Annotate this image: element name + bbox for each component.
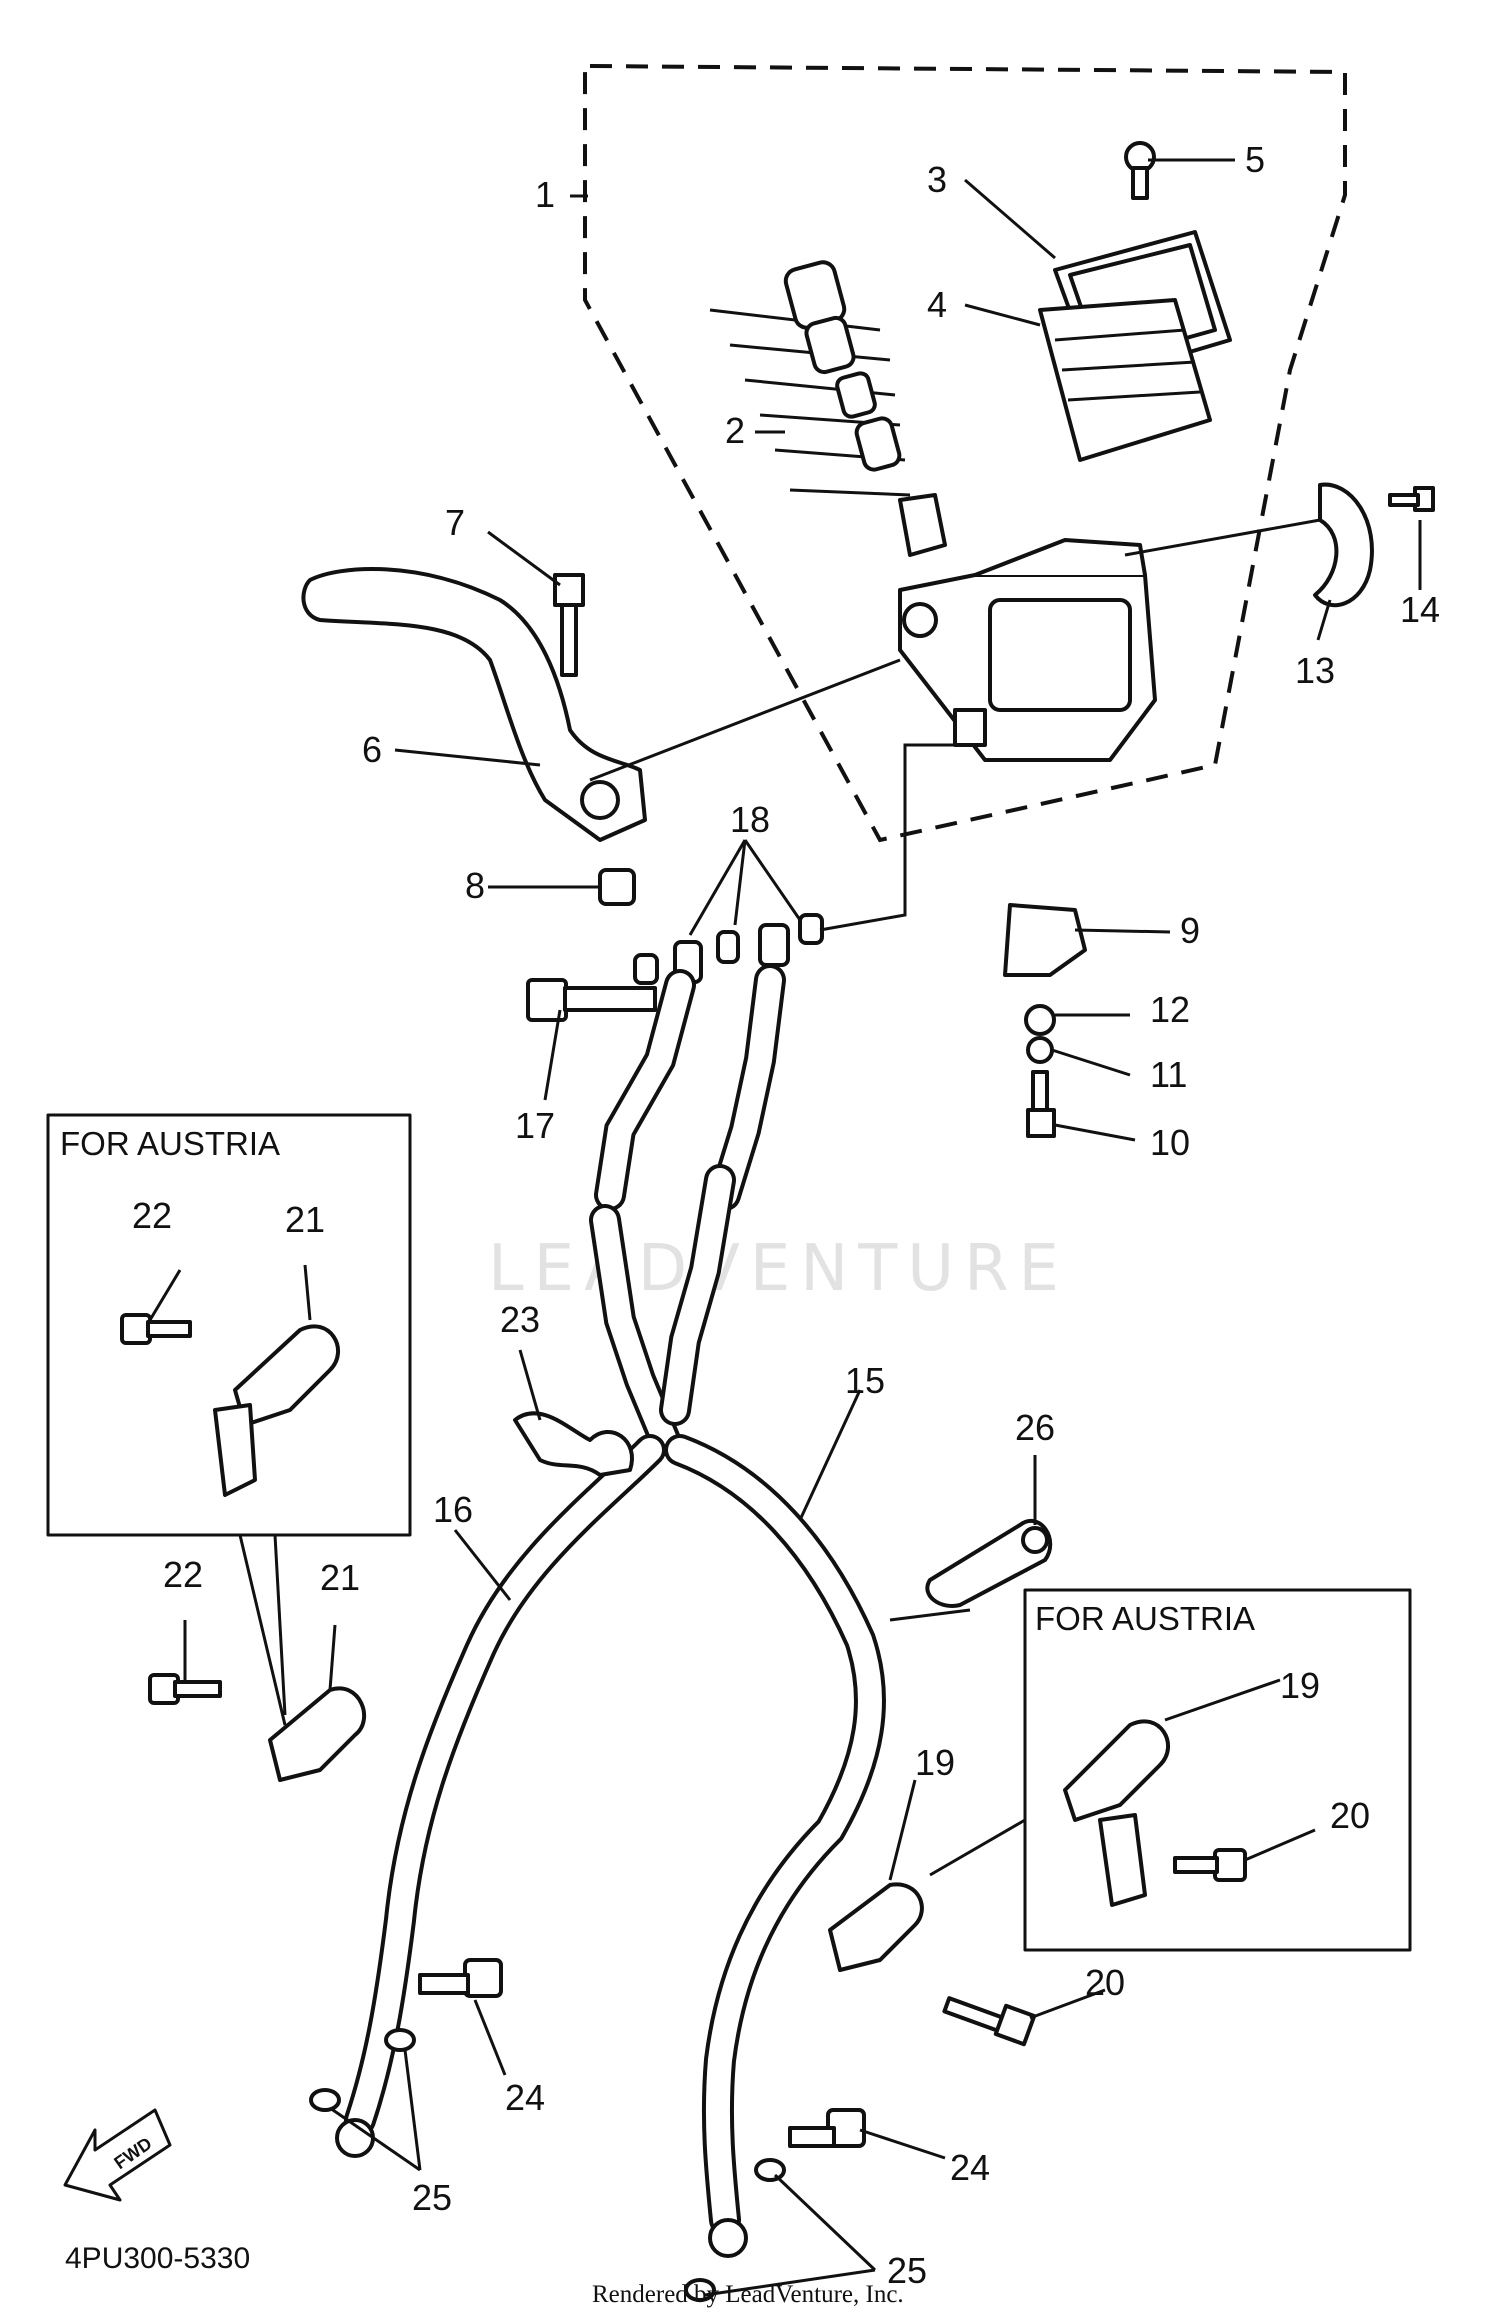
for-austria-right-title: FOR AUSTRIA xyxy=(1035,1600,1255,1637)
callout-22-box: 22 xyxy=(132,1195,172,1236)
callout-4: 4 xyxy=(927,284,947,325)
cap-screw xyxy=(1124,141,1156,200)
hose-guide-26 xyxy=(925,1518,1053,1608)
callout-13: 13 xyxy=(1295,650,1335,691)
clamp-bolt-22 xyxy=(148,1673,222,1705)
callout-19-box: 19 xyxy=(1280,1665,1320,1706)
callout-1: 1 xyxy=(535,174,555,215)
callout-23: 23 xyxy=(500,1299,540,1340)
holder-bolt xyxy=(1388,486,1435,512)
handlebar-holder xyxy=(1313,482,1374,608)
callout-15: 15 xyxy=(845,1360,885,1401)
callout-20-box: 20 xyxy=(1330,1795,1370,1836)
render-credit: Rendered by LeadVenture, Inc. xyxy=(592,2281,904,2308)
hose-clamp-21 xyxy=(268,1686,367,1782)
callout-25-left: 25 xyxy=(412,2177,452,2218)
copper-washers xyxy=(633,913,824,985)
hose-clamp-19 xyxy=(828,1882,924,1972)
callout-26: 26 xyxy=(1015,1407,1055,1448)
union-bolt-24-left xyxy=(418,1958,503,1998)
callout-3: 3 xyxy=(927,159,947,200)
lever-nut xyxy=(598,868,636,906)
callout-24-right: 24 xyxy=(950,2147,990,2188)
austria-right-bolt xyxy=(1173,1848,1247,1882)
callout-11: 11 xyxy=(1150,1054,1187,1095)
callout-9: 9 xyxy=(1180,910,1200,951)
brake-hose-15 xyxy=(664,1434,886,2258)
callout-2: 2 xyxy=(725,410,745,451)
austria-right-clamp xyxy=(1063,1719,1171,1907)
washer-11 xyxy=(1026,1036,1054,1064)
lever-pivot-bolt xyxy=(553,573,585,677)
hose-guide-23 xyxy=(513,1411,634,1477)
callout-12: 12 xyxy=(1150,989,1190,1030)
callout-25-right: 25 xyxy=(887,2250,927,2291)
union-bolt-24-right xyxy=(788,2108,866,2148)
callout-5: 5 xyxy=(1245,139,1265,180)
master-cylinder-body xyxy=(898,538,1157,762)
master-cylinder-assembly-outline xyxy=(583,64,1347,843)
washer-12 xyxy=(1024,1004,1056,1036)
forward-arrow: FWD xyxy=(63,2108,172,2202)
austria-left-bolt xyxy=(120,1313,192,1345)
switch-screw xyxy=(1026,1070,1056,1138)
callout-21: 21 xyxy=(320,1557,360,1598)
austria-left-clamp xyxy=(213,1324,341,1497)
callout-10: 10 xyxy=(1150,1122,1190,1163)
callout-6: 6 xyxy=(362,729,382,770)
for-austria-left-title: FOR AUSTRIA xyxy=(60,1125,280,1162)
callout-22: 22 xyxy=(163,1554,203,1595)
diagram-code: 4PU300-5330 xyxy=(65,2242,250,2275)
watermark: LEADVENTURE xyxy=(488,1232,1069,1306)
callout-labels: 1 2 3 4 5 6 7 8 9 10 11 12 13 14 15 16 1… xyxy=(132,139,1440,2291)
callout-16: 16 xyxy=(433,1489,473,1530)
callout-18: 18 xyxy=(730,799,770,840)
callout-7: 7 xyxy=(445,502,465,543)
clamp-bolt-20 xyxy=(942,1996,1037,2047)
callout-21-box: 21 xyxy=(285,1199,325,1240)
callout-24-left: 24 xyxy=(505,2077,545,2118)
callout-17: 17 xyxy=(515,1105,555,1146)
brake-switch xyxy=(1003,903,1087,977)
callout-19: 19 xyxy=(915,1742,955,1783)
callout-20: 20 xyxy=(1085,1962,1125,2003)
leader-lines xyxy=(148,158,1422,2297)
callout-8: 8 xyxy=(465,865,485,906)
piston-kit xyxy=(709,260,947,557)
callout-14: 14 xyxy=(1400,589,1440,630)
brake-lever xyxy=(301,567,647,842)
upper-hose-fittings xyxy=(589,964,786,1456)
union-bolt xyxy=(526,978,657,1022)
diaphragm xyxy=(1038,298,1212,462)
